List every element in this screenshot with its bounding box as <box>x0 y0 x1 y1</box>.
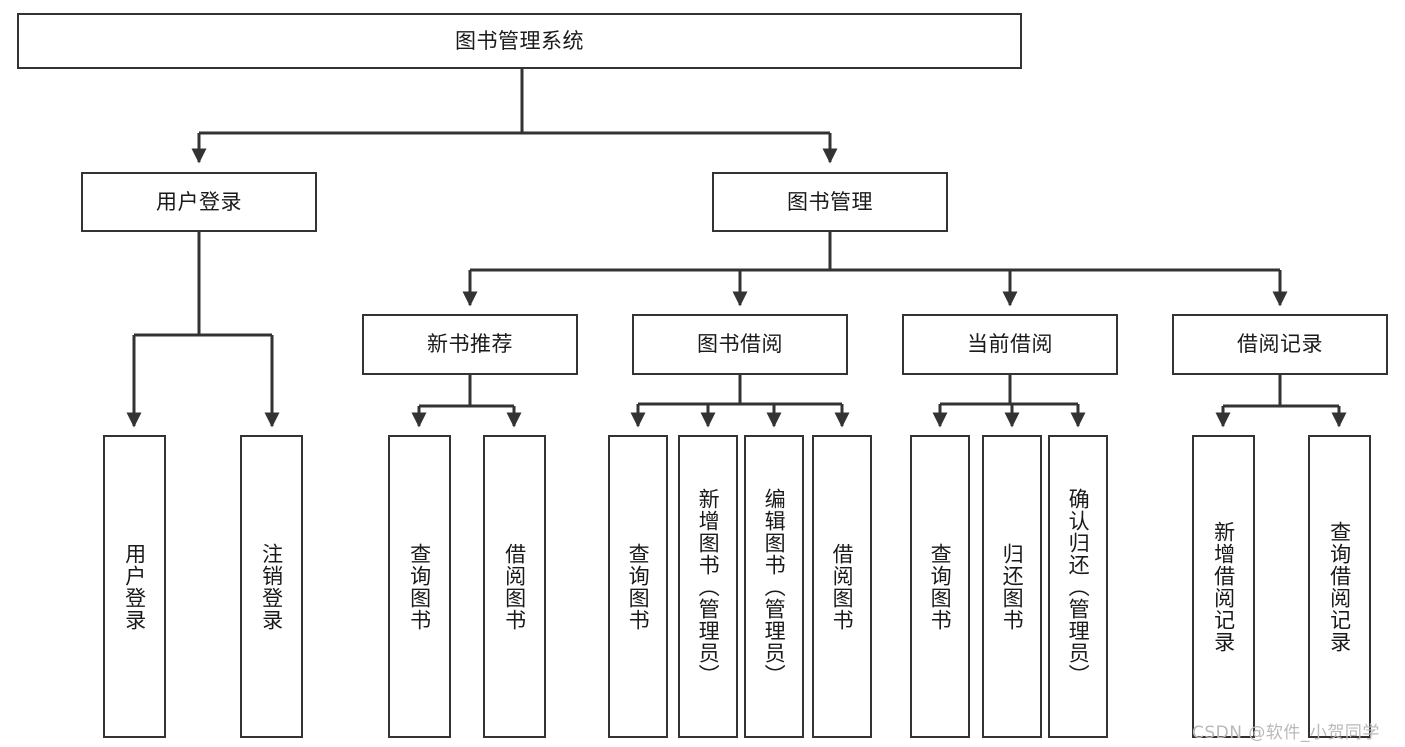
leaf-user-logout-label: 注销登录 <box>259 542 284 631</box>
leaf-edit-book-admin-label: 编辑图书（管理员） <box>762 487 787 686</box>
leaf-borrow-book[interactable]: 借阅图书 <box>812 435 872 738</box>
leaf-return-book-label: 归还图书 <box>1000 542 1025 631</box>
leaf-query-book-recommend-label: 查询图书 <box>407 542 432 631</box>
leaf-user-login-label: 用户登录 <box>122 542 147 631</box>
node-book-management-label: 图书管理 <box>787 189 873 214</box>
leaf-add-book-admin[interactable]: 新增图书（管理员） <box>678 435 738 738</box>
leaf-query-borrow-record-label: 查询借阅记录 <box>1327 520 1352 653</box>
leaf-confirm-return-admin[interactable]: 确认归还（管理员） <box>1048 435 1108 738</box>
watermark: CSDN @软件_小贺同学 <box>1192 723 1380 743</box>
leaf-borrow-book-recommend[interactable]: 借阅图书 <box>483 435 546 738</box>
leaf-query-borrow-record[interactable]: 查询借阅记录 <box>1308 435 1371 738</box>
leaf-borrow-book-recommend-label: 借阅图书 <box>502 542 527 631</box>
leaf-borrow-book-label: 借阅图书 <box>830 542 855 631</box>
node-borrow-record[interactable]: 借阅记录 <box>1172 314 1388 375</box>
node-root[interactable]: 图书管理系统 <box>17 13 1022 69</box>
node-new-book-recommend-label: 新书推荐 <box>427 332 513 357</box>
leaf-query-book-borrow-label: 查询图书 <box>626 542 651 631</box>
node-current-borrow[interactable]: 当前借阅 <box>902 314 1118 375</box>
leaf-add-borrow-record-label: 新增借阅记录 <box>1211 520 1236 653</box>
leaf-add-borrow-record[interactable]: 新增借阅记录 <box>1192 435 1255 738</box>
leaf-query-book-recommend[interactable]: 查询图书 <box>388 435 451 738</box>
node-book-management[interactable]: 图书管理 <box>712 172 948 232</box>
leaf-user-logout[interactable]: 注销登录 <box>240 435 303 738</box>
leaf-query-book-borrow[interactable]: 查询图书 <box>608 435 668 738</box>
leaf-return-book[interactable]: 归还图书 <box>982 435 1042 738</box>
leaf-query-book-current-label: 查询图书 <box>928 542 953 631</box>
leaf-query-book-current[interactable]: 查询图书 <box>910 435 970 738</box>
node-user-login-label: 用户登录 <box>156 189 242 214</box>
node-root-label: 图书管理系统 <box>455 28 584 53</box>
leaf-edit-book-admin[interactable]: 编辑图书（管理员） <box>744 435 804 738</box>
node-current-borrow-label: 当前借阅 <box>967 332 1053 357</box>
node-new-book-recommend[interactable]: 新书推荐 <box>362 314 578 375</box>
leaf-add-book-admin-label: 新增图书（管理员） <box>696 487 721 686</box>
leaf-user-login[interactable]: 用户登录 <box>103 435 166 738</box>
node-book-borrow-label: 图书借阅 <box>697 332 783 357</box>
node-borrow-record-label: 借阅记录 <box>1237 332 1323 357</box>
node-book-borrow[interactable]: 图书借阅 <box>632 314 848 375</box>
leaf-confirm-return-admin-label: 确认归还（管理员） <box>1066 487 1091 686</box>
node-user-login[interactable]: 用户登录 <box>81 172 317 232</box>
